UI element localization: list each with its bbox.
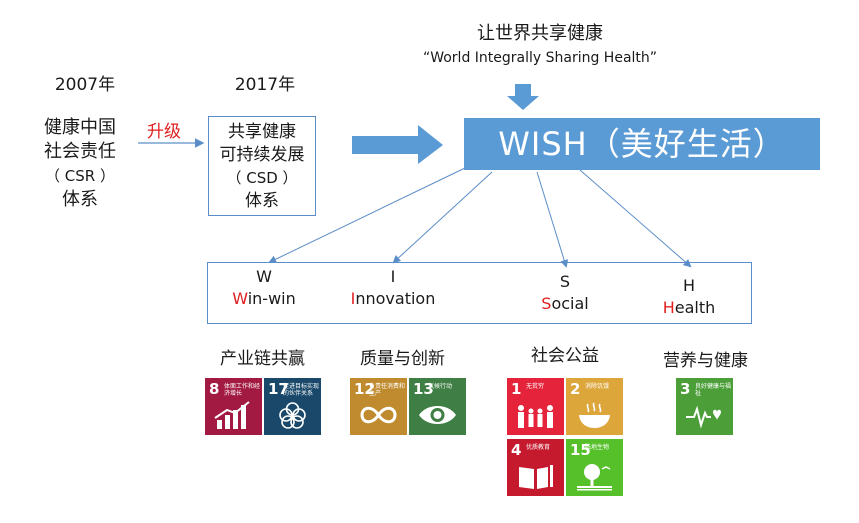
family-icon	[518, 405, 553, 428]
block-arrow-right	[352, 125, 443, 164]
pillar-word: Win-win	[232, 289, 296, 308]
block-arrow-down	[507, 84, 539, 110]
infinity-loop-icon	[360, 406, 397, 424]
pillar-letter: I	[390, 267, 396, 286]
upgrade-label: 升级	[147, 122, 181, 142]
pillar-health: H Health	[654, 275, 724, 319]
category-quality-innovation: 质量与创新	[360, 349, 445, 369]
csr-line: 社会责任	[44, 141, 116, 162]
arrow-to-health	[579, 169, 692, 268]
eye-globe-icon	[419, 406, 456, 424]
category-public-welfare: 社会公益	[531, 346, 599, 366]
pillar-win-win: W Win-win	[224, 266, 304, 310]
pillar-letter: H	[682, 276, 696, 295]
bowl-icon	[579, 402, 610, 428]
growth-chart-icon	[214, 401, 250, 429]
csd-line: （ CSD ）	[226, 169, 298, 187]
slogan-english: “World Integrally Sharing Health”	[422, 50, 658, 66]
pillar-social: S Social	[530, 271, 600, 315]
arrow-to-social	[536, 171, 569, 268]
wish-box: WISH（美好生活）	[464, 118, 820, 170]
pillar-word: Health	[662, 298, 716, 317]
csd-line: 体系	[245, 191, 279, 211]
slogan-title: 让世界共享健康	[477, 23, 603, 44]
pillar-word: Social	[541, 294, 589, 313]
csd-line: 可持续发展	[219, 145, 305, 165]
pillars-box	[207, 262, 752, 324]
csr-system-text: 健康中国 社会责任 （ CSR ） 体系	[30, 116, 130, 212]
category-industry-chain: 产业链共赢	[220, 349, 305, 369]
year-2017: 2017年	[234, 75, 296, 95]
arrow-to-win-win	[268, 167, 466, 263]
tree-bird-icon	[577, 464, 612, 491]
csr-line: 健康中国	[44, 117, 116, 138]
book-pencil-icon	[519, 465, 553, 489]
partnership-flower-icon	[279, 402, 306, 429]
csr-line: 体系	[62, 189, 98, 210]
pillar-word: Innovation	[350, 289, 436, 308]
pillar-letter: W	[256, 267, 272, 286]
heartbeat-icon	[686, 405, 721, 429]
category-nutrition-health: 营养与健康	[663, 351, 748, 371]
year-2007: 2007年	[54, 75, 116, 95]
arrow-to-innovation	[392, 171, 493, 264]
pillar-letter: S	[559, 272, 571, 291]
pillar-innovation: I Innovation	[348, 266, 438, 310]
csd-system-box: 共享健康 可持续发展 （ CSD ） 体系	[208, 116, 316, 216]
csr-line: （ CSR ）	[45, 167, 115, 185]
csd-line: 共享健康	[228, 122, 296, 142]
